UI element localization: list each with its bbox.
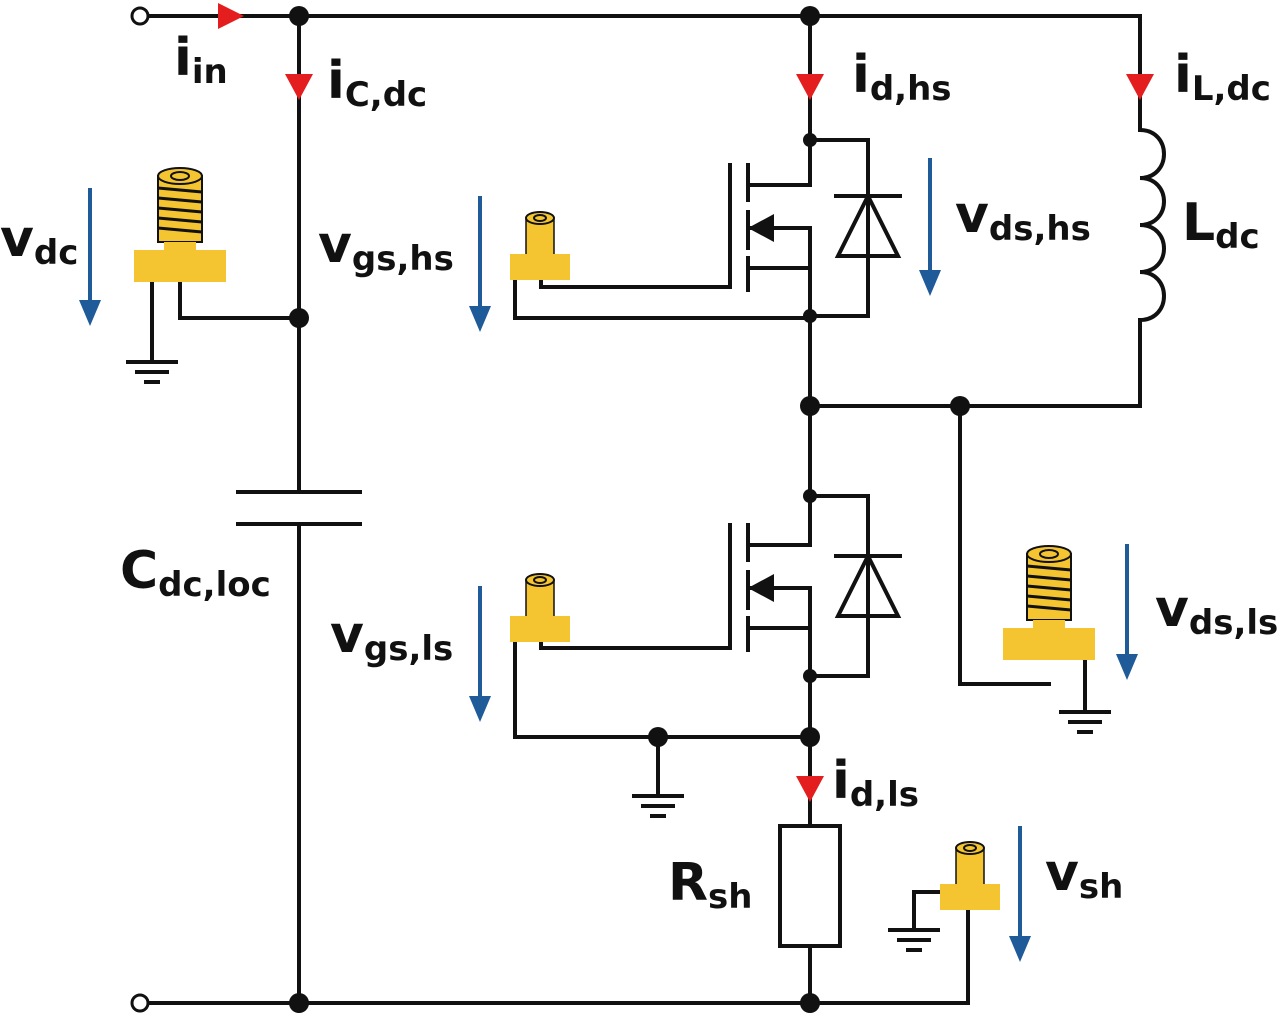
ground-icon	[630, 794, 686, 818]
ground-icon	[124, 360, 180, 384]
voltage-arrow-v-ds-hs	[919, 158, 941, 296]
label-v-sh: vsh	[1045, 843, 1123, 907]
label-c-dc-loc: Cdc,loc	[120, 541, 271, 605]
terminal-top	[130, 6, 150, 26]
inductor-l-dc	[1137, 127, 1166, 323]
capacitor-c-dc-loc	[236, 490, 362, 526]
current-arrows	[218, 3, 1154, 802]
mcx-connector-icon	[509, 573, 571, 643]
voltage-arrow-v-dc	[79, 188, 101, 326]
label-i-in: iin	[174, 28, 228, 92]
current-arrow-i-in	[218, 3, 244, 29]
label-v-dc: vdc	[0, 209, 78, 273]
label-i-d-ls: id,ls	[832, 751, 919, 815]
mcx-connector-icon	[509, 211, 571, 281]
current-arrow-i-l-dc	[1126, 74, 1154, 100]
label-v-ds-ls: vds,ls	[1155, 579, 1278, 643]
label-v-ds-hs: vds,hs	[955, 185, 1091, 249]
current-arrow-i-d-ls	[796, 776, 824, 802]
wires	[146, 14, 1142, 1005]
label-v-gs-hs: vgs,hs	[318, 215, 454, 279]
label-i-c-dc: iC,dc	[327, 51, 427, 115]
label-i-d-hs: id,hs	[852, 45, 952, 109]
mosfet-icon	[728, 494, 870, 678]
ground-icon	[1057, 710, 1113, 734]
current-arrow-i-c-dc	[285, 74, 313, 100]
voltage-arrow-v-gs-hs	[469, 196, 491, 332]
diode-icon	[834, 551, 902, 618]
mcx-connector-icon	[939, 841, 1001, 911]
voltage-arrow-v-sh	[1009, 826, 1031, 962]
label-l-dc: Ldc	[1182, 193, 1260, 257]
current-arrow-i-d-hs	[796, 74, 824, 100]
label-v-gs-ls: vgs,ls	[330, 605, 453, 669]
ground-icon	[886, 928, 942, 952]
sma-connector-icon	[132, 166, 228, 284]
diode-icon	[834, 191, 902, 258]
resistor-r-sh	[778, 824, 842, 948]
voltage-arrow-v-ds-ls	[1116, 544, 1138, 680]
voltage-arrow-v-gs-ls	[469, 586, 491, 722]
sma-connector-icon	[1001, 544, 1097, 662]
label-r-sh: Rsh	[668, 853, 753, 917]
label-i-l-dc: iL,dc	[1174, 45, 1271, 109]
mosfet-icon	[728, 138, 870, 318]
junction-dots	[289, 6, 970, 1013]
terminal-bottom	[130, 993, 150, 1013]
